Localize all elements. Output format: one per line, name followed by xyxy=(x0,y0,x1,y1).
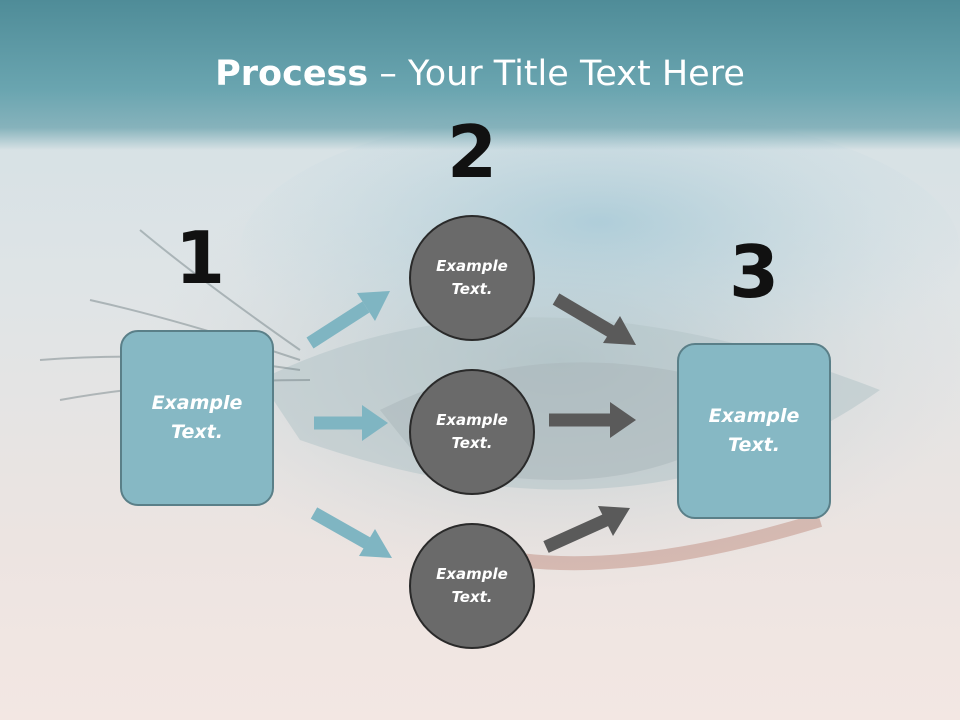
step-3-label: Example Text. xyxy=(708,405,800,456)
circle-top-label: Example Text. xyxy=(436,257,508,298)
step-number-2: 2 xyxy=(446,110,498,194)
step-number-3: 3 xyxy=(728,230,780,314)
step-2-circle-top: Example Text. xyxy=(409,215,535,341)
circle-bottom-label: Example Text. xyxy=(436,565,508,606)
step-2-circle-middle: Example Text. xyxy=(409,369,535,495)
step-1-label: Example Text. xyxy=(151,392,243,443)
title-bold: Process xyxy=(215,54,369,94)
arrow-gray-right xyxy=(549,402,636,438)
step-1-box: Example Text. xyxy=(120,330,274,506)
title-rest: – Your Title Text Here xyxy=(368,54,745,94)
arrow-gray-down xyxy=(552,293,636,345)
title-bar xyxy=(0,0,960,150)
slide-title: Process – Your Title Text Here xyxy=(0,52,960,96)
circle-middle-label: Example Text. xyxy=(436,411,508,452)
step-2-circle-bottom: Example Text. xyxy=(409,523,535,649)
arrow-teal-down xyxy=(310,507,392,558)
step-number-1: 1 xyxy=(174,216,226,300)
step-3-box: Example Text. xyxy=(677,343,831,519)
arrow-gray-up xyxy=(543,506,630,553)
arrow-teal-up xyxy=(306,291,390,349)
arrow-teal-right xyxy=(314,405,388,441)
